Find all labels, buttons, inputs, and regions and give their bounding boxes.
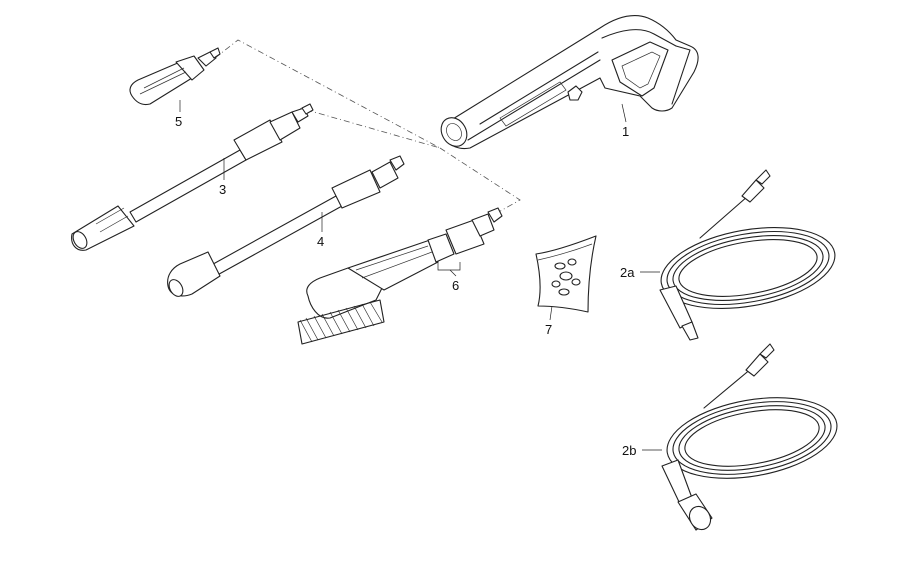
high-pressure-hose-2a	[659, 169, 836, 341]
high-pressure-hose-2b	[661, 343, 838, 531]
rotary-nozzle	[129, 47, 221, 106]
part-labels: 1 5 3 4 6 7 2a 2b	[175, 114, 636, 458]
trigger-gun	[440, 15, 699, 150]
seal-kit-bag	[535, 235, 597, 313]
label-hose-a: 2a	[620, 265, 635, 280]
label-wash-brush: 6	[452, 278, 459, 293]
spray-lance-4	[167, 155, 405, 297]
label-hose-b: 2b	[622, 443, 636, 458]
label-lance-4: 4	[317, 234, 324, 249]
leader-lines	[179, 100, 662, 451]
wash-brush	[297, 207, 503, 345]
label-lance-3: 3	[219, 182, 226, 197]
label-seal-kit: 7	[545, 322, 552, 337]
label-gun: 1	[622, 124, 629, 139]
label-rotary-nozzle: 5	[175, 114, 182, 129]
spray-lance-3	[71, 103, 314, 251]
